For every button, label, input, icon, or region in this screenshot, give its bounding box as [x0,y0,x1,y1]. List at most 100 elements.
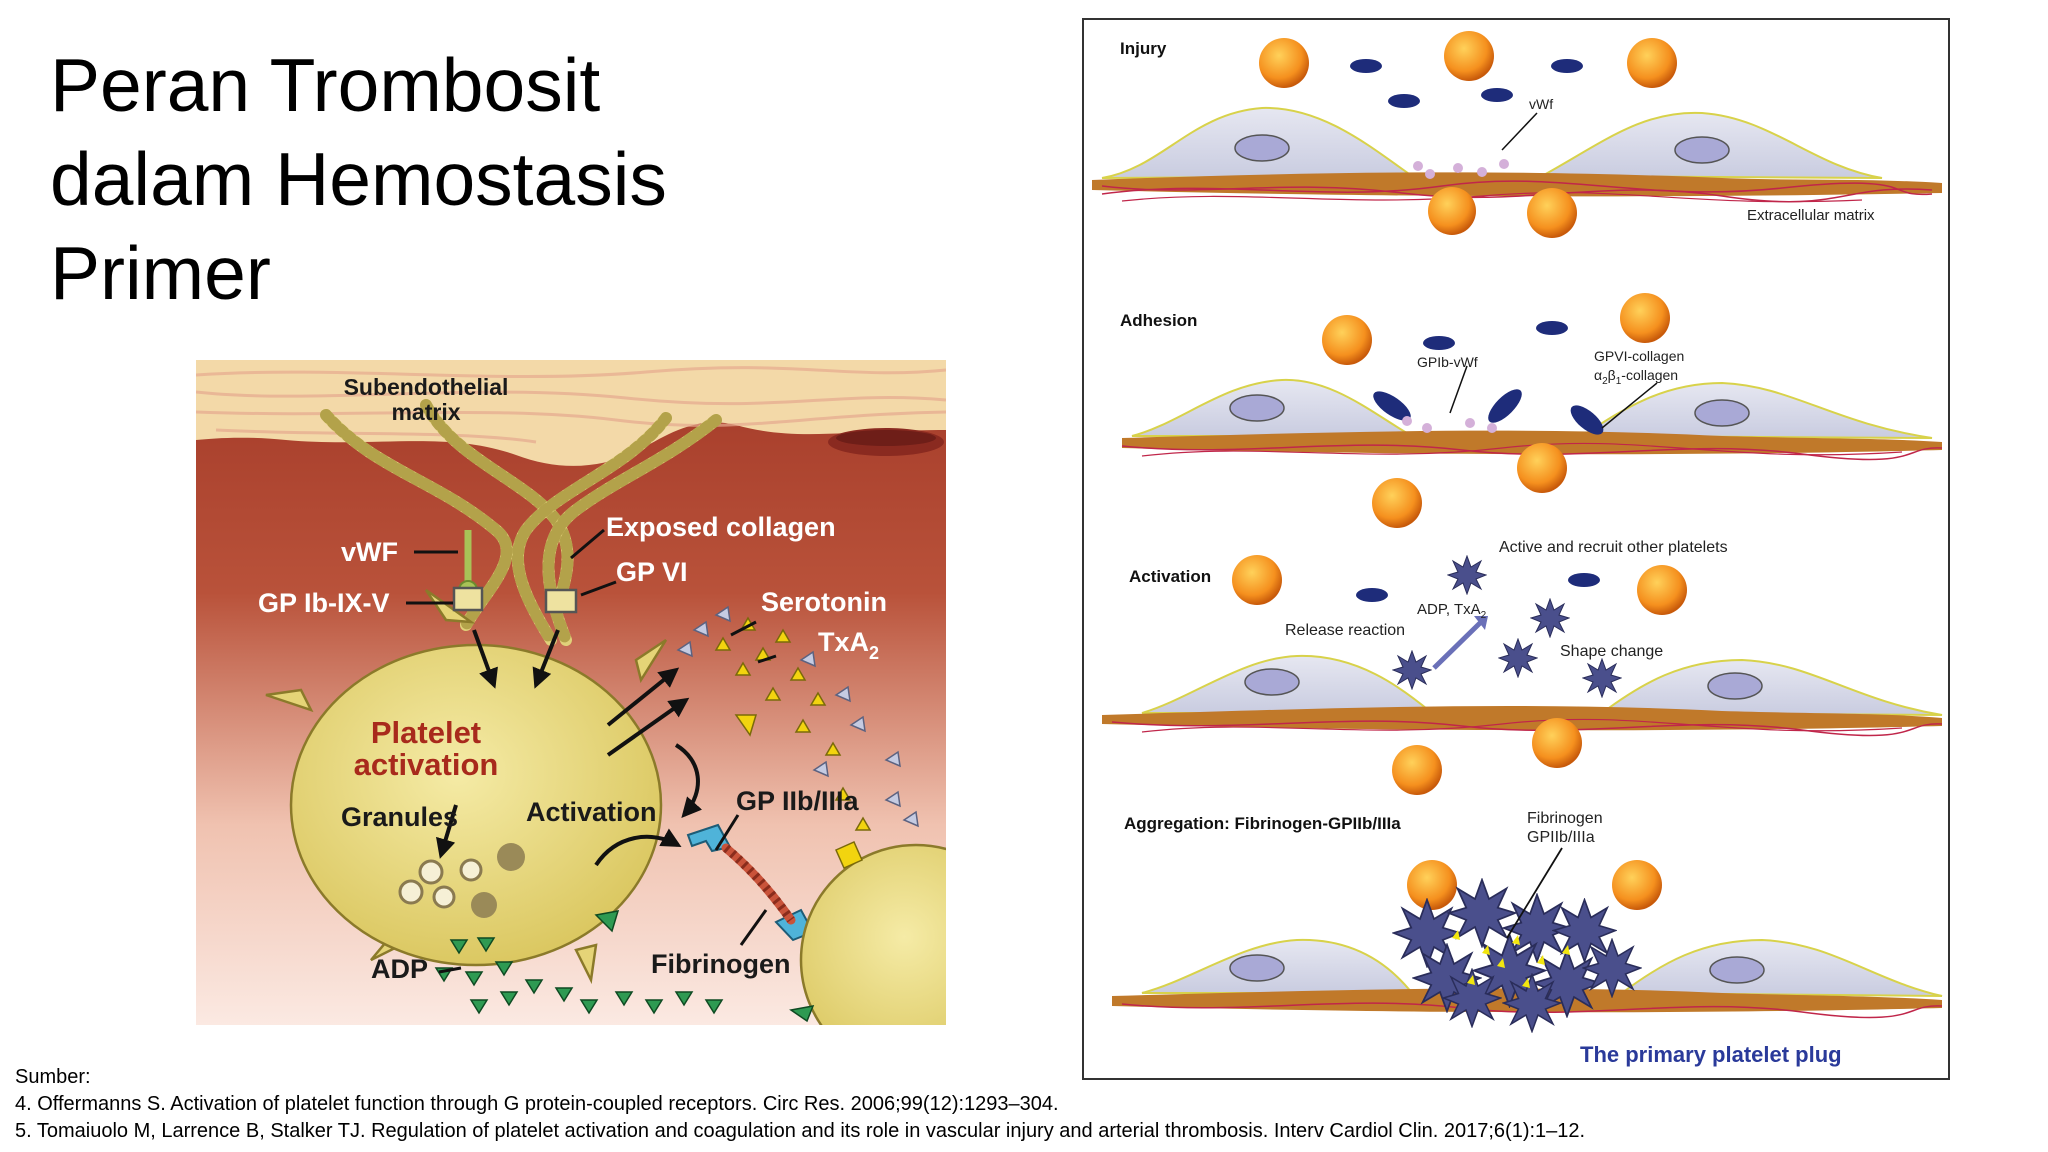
label-vwf: vWf [1529,96,1553,112]
label-adp: ADP [371,954,428,984]
release-arrow [1432,621,1482,670]
nucleus [1694,399,1750,427]
activated-platelet [1498,638,1538,678]
label-primary-plug: The primary platelet plug [1580,1042,1842,1067]
label-fibrinogen: Fibrinogen [1527,810,1603,827]
nucleus [1229,394,1285,422]
label-adp-txa2: ADP, TxA2 [1417,601,1487,621]
label-gpvi-collagen: GPVI-collagen [1594,348,1684,364]
title-line-1: Peran Trombosit [50,43,601,127]
nucleus [1674,136,1730,164]
title-line-2: dalam Hemostasis [50,137,667,221]
red-blood-cell [1322,315,1372,365]
panel-injury: Injury vWf Extracellular matrix [1092,31,1942,238]
label-activation: Activation [526,797,657,827]
red-blood-cell [1407,860,1457,910]
leader-line [1601,382,1658,429]
resting-platelet [1388,94,1420,108]
red-blood-cell [1527,188,1577,238]
gpib-receptor [452,586,484,612]
label-fibrinogen: Fibrinogen [651,949,790,979]
resting-platelet [1568,573,1600,587]
collagen-fiber [1111,720,1943,737]
collagen-fiber [1141,718,1903,733]
platelet-second [799,843,946,1025]
activation-arrows [436,629,703,867]
reference-item: 4. Offermanns S. Activation of platelet … [15,1093,1059,1115]
platelet-main [265,588,668,985]
activated-platelet [1392,650,1432,690]
resting-platelet [1481,88,1513,102]
label-gp-ib: GP Ib-IX-V [258,588,390,618]
hemostasis-stages-figure: Injury vWf Extracellular matrix Adhesion [1082,18,1950,1080]
label-granules: Granules [341,802,458,832]
gpvi-receptor [544,588,578,614]
label-platelet-activation-1: Platelet [371,715,481,750]
red-blood-cell [1372,478,1422,528]
red-blood-cell [1627,38,1677,88]
collagen-fiber [1121,191,1863,203]
panel-title-aggregation: Aggregation: Fibrinogen-GPIIb/IIIa [1124,814,1401,833]
label-vwf: vWF [341,537,398,567]
references: Sumber: 4. Offermanns S. Activation of p… [15,1064,2015,1145]
vwf-molecules [1413,159,1509,179]
red-blood-cell [1444,31,1494,81]
leader-line [1449,365,1468,414]
subendothelial-matrix [196,360,946,466]
red-blood-cell [1392,745,1442,795]
panel-adhesion: Adhesion GPIb-vWf GPVI-collagen α2β1-col… [1120,293,1943,528]
label-release-reaction: Release reaction [1285,622,1405,639]
fibrinogen-bridge-texture [723,844,795,923]
nucleus [1707,672,1763,700]
label-exposed-collagen: Exposed collagen [606,512,836,542]
txa2-molecules [714,616,872,869]
extracellular-matrix-band [1092,172,1942,197]
vwf-molecules [1402,416,1497,433]
panel-aggregation: Aggregation: Fibrinogen-GPIIb/IIIa Fibri [1112,810,1943,1067]
adherent-platelet [1373,391,1411,421]
adp-molecules [434,910,815,1023]
leader-lines [406,528,777,974]
label-shape-change: Shape change [1560,643,1663,660]
activated-platelet [1582,658,1622,698]
red-blood-cell [1259,38,1309,88]
leader-line [1501,112,1538,151]
label-subendothelial-1: Subendothelial [344,374,509,400]
label-active-recruit: Active and recruit other platelets [1499,539,1728,556]
resting-platelet [1551,59,1583,73]
references-heading: Sumber: [15,1066,91,1088]
collagen-fiber [1121,444,1943,461]
label-txa2: TxA2 [818,627,879,663]
panel-activation: Activation Active and recruit other plat… [1102,539,1943,795]
nucleus [1709,956,1765,984]
red-blood-cell [1532,718,1582,768]
resting-platelet [1356,588,1388,602]
red-blood-cell [1620,293,1670,343]
adherent-platelet [1570,405,1604,435]
label-a2b1-collagen: α2β1-collagen [1594,367,1678,387]
nucleus [1244,668,1300,696]
collagen-fiber [1141,442,1903,457]
label-gp-vi: GP VI [616,557,688,587]
fibrinogen-bridges [1452,930,1570,988]
platelet-activation-figure: Subendothelial matrix Exposed collagen v… [196,360,946,1025]
panel-title-activation: Activation [1129,567,1211,586]
panel-title-adhesion: Adhesion [1120,311,1197,330]
reference-item: 5. Tomaiuolo M, Larrence B, Stalker TJ. … [15,1120,1586,1142]
collagen-fiber [1121,1002,1943,1019]
resting-platelet [1423,336,1455,350]
collagen-fiber [1101,180,1933,196]
resting-platelet [1536,321,1568,335]
label-gp-iibiiia: GP IIb/IIIa [736,786,860,816]
title-line-3: Primer [50,231,271,315]
label-subendothelial-2: matrix [391,399,460,425]
label-gpiibiiia: GPIIb/IIIa [1527,829,1595,846]
release-arrow-head [1474,616,1488,630]
nucleus [1229,954,1285,982]
red-blood-cell [1612,860,1662,910]
activated-platelet [1530,598,1570,638]
nucleus [1234,134,1290,162]
matrix-fibers [196,366,946,444]
endothelial-cell-right [1619,938,1943,997]
red-blood-cell [1428,187,1476,235]
